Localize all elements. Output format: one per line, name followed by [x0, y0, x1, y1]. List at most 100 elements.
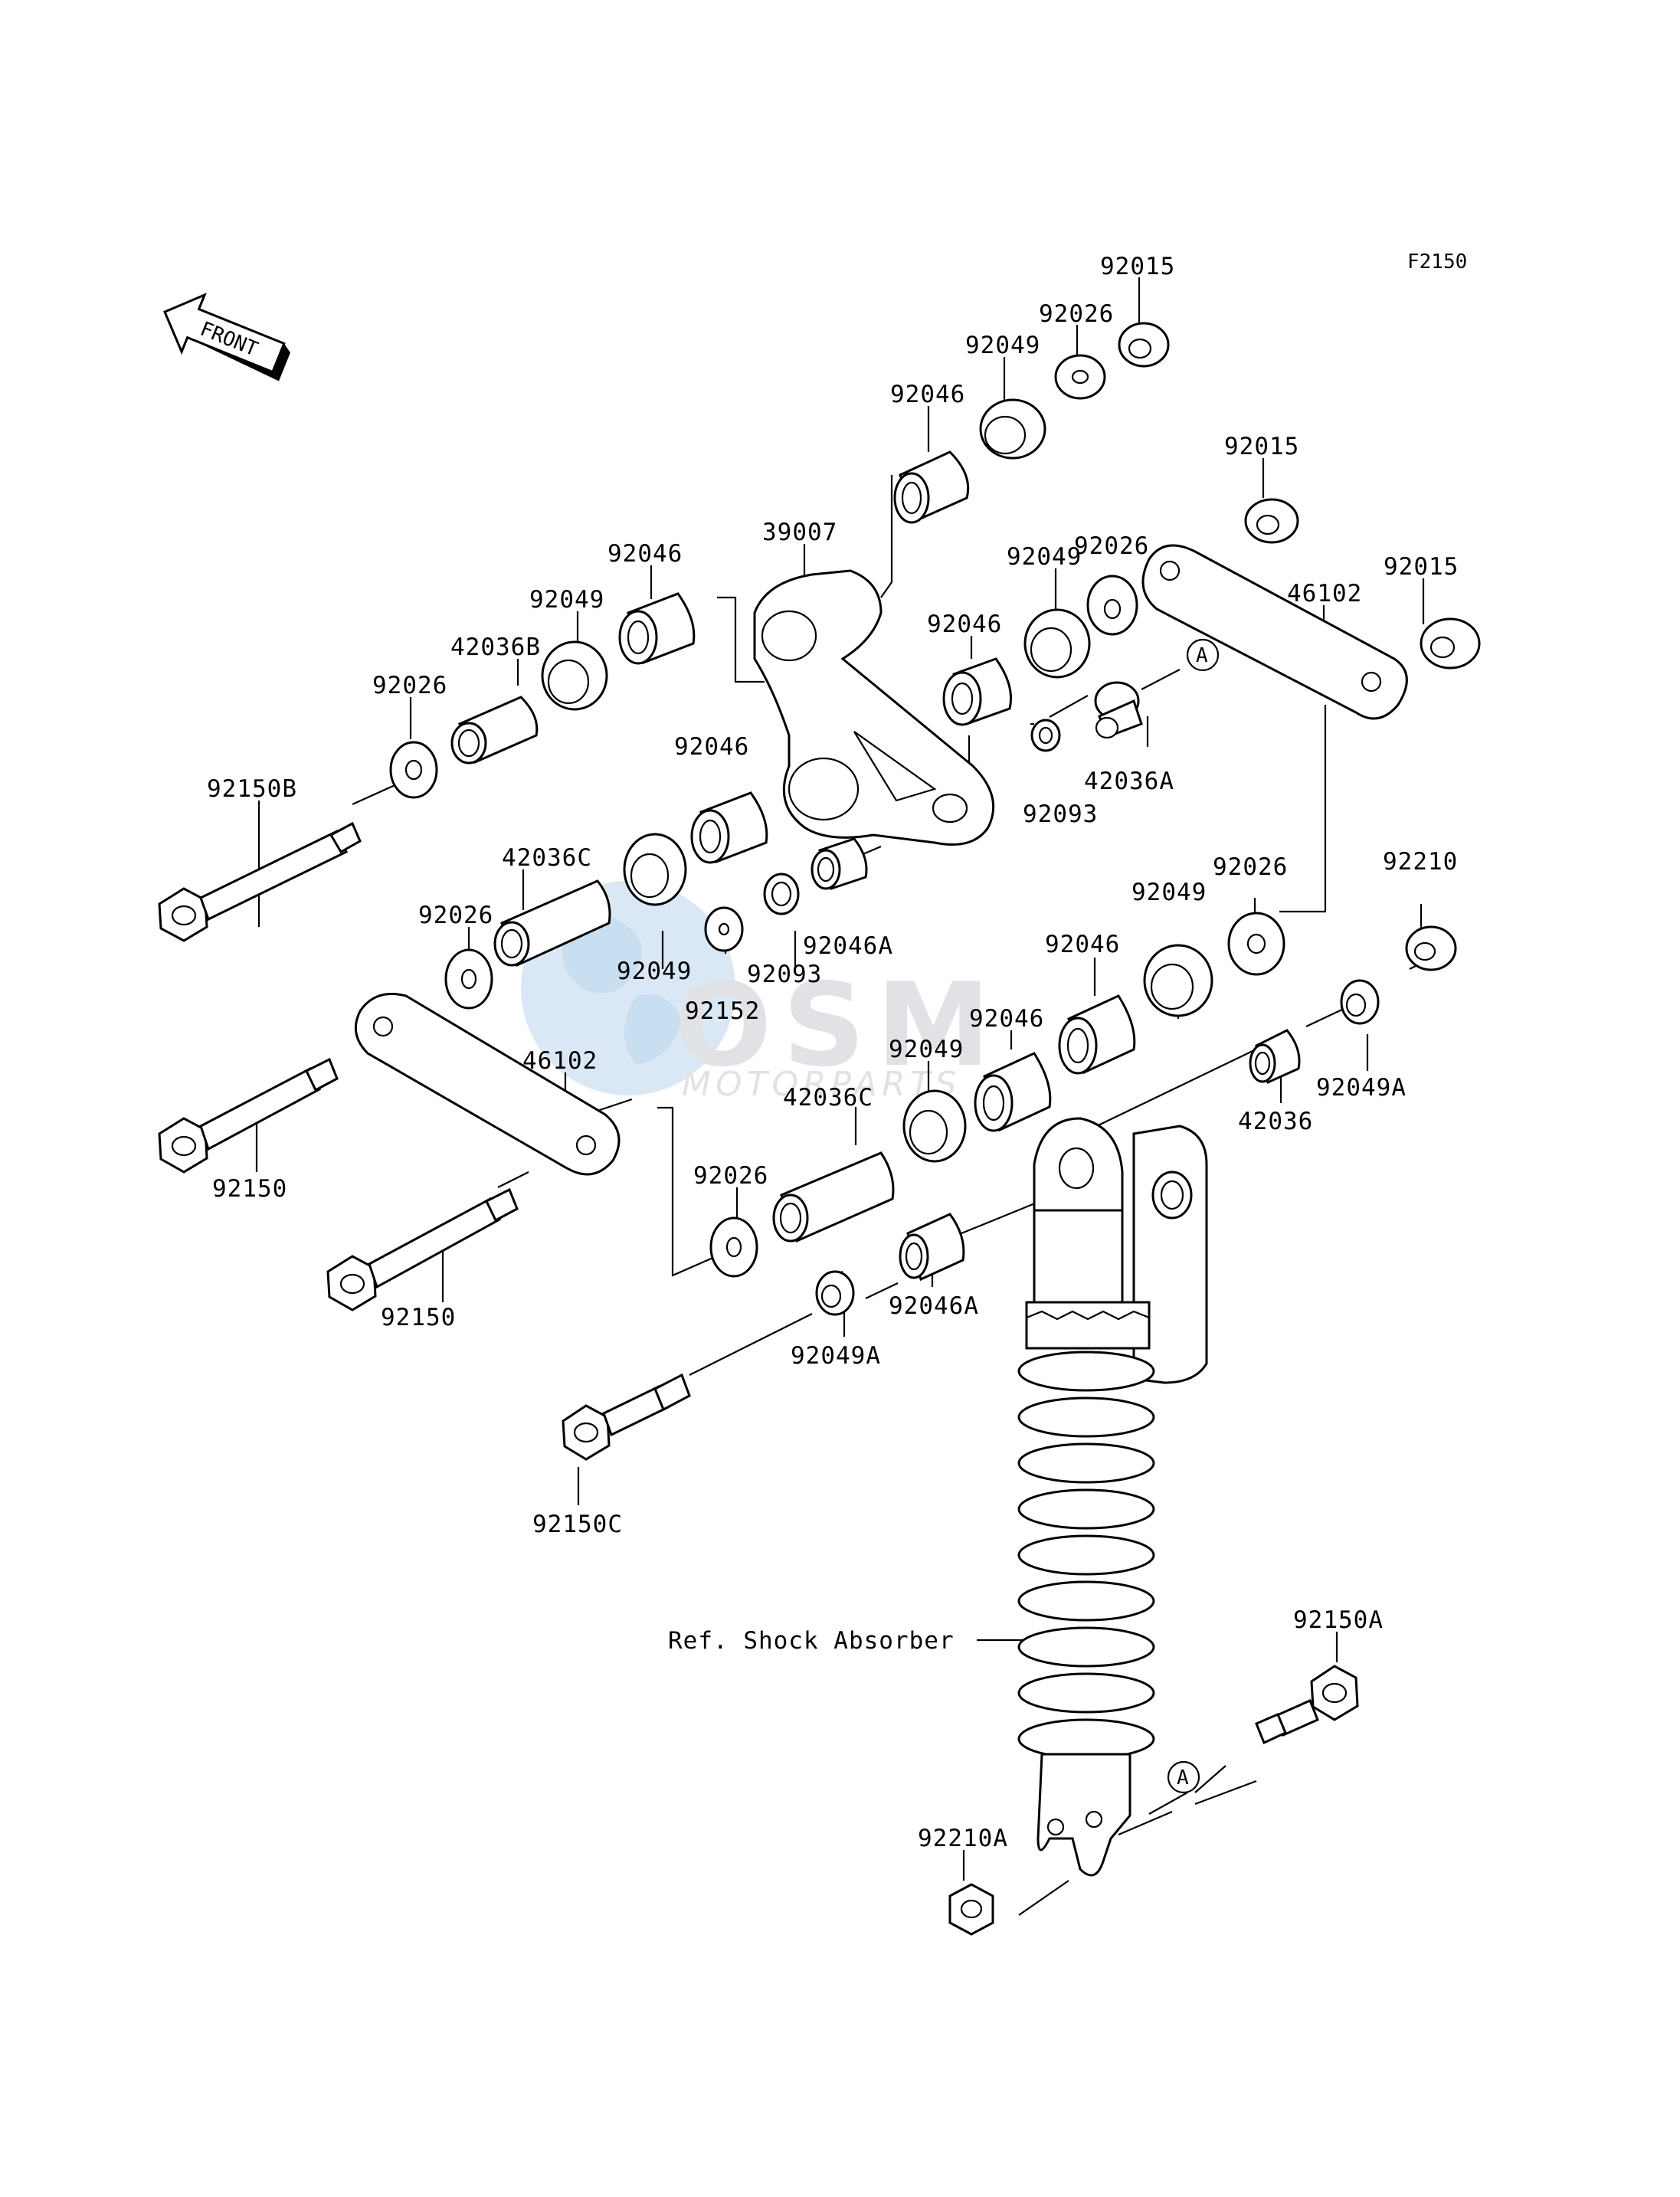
label-92150-a: 92150 [212, 1175, 287, 1203]
label-92210A: 92210A [918, 1825, 1008, 1852]
bearing-92046-c-icon [690, 791, 768, 864]
bolt-92150B-icon [158, 821, 362, 942]
nut-92015-right-icon [1420, 617, 1481, 670]
spring-coil-icon [1017, 1351, 1155, 1760]
label-92150A: 92150A [1293, 1606, 1384, 1634]
label-92049-top: 92049 [965, 332, 1040, 359]
seal-92049-d-icon [902, 1089, 967, 1163]
bearing-92046-d-icon [1058, 994, 1136, 1075]
label-92015-right: 92015 [1384, 553, 1459, 581]
label-92046-d: 92046 [1045, 931, 1120, 958]
collar-42036B-icon [450, 696, 539, 765]
seal-92049-a-icon [1023, 608, 1091, 679]
svg-text:A: A [1196, 644, 1208, 667]
seal-92049A-right-icon [1340, 979, 1380, 1025]
bolt-92150A-icon [1255, 1665, 1359, 1745]
washer-92026-d-icon [709, 1216, 758, 1278]
callout-a-top: A [1186, 638, 1220, 672]
label-42036C-bot: 42036C [783, 1084, 873, 1112]
svg-text:A: A [1177, 1766, 1189, 1789]
seal-92049-mid-icon [541, 640, 608, 711]
washer-92026-c-icon [1227, 912, 1285, 976]
label-92015-top: 92015 [1100, 253, 1175, 280]
nut-92210-icon [1405, 925, 1457, 971]
label-ref-shock-absorber: Ref. Shock Absorber [668, 1627, 955, 1655]
label-92210: 92210 [1383, 848, 1458, 876]
bolt-92150C-icon [562, 1373, 691, 1461]
collar-42036-icon [1249, 1029, 1301, 1085]
nut-92015-mid-icon [1244, 498, 1299, 544]
label-42036C-top: 42036C [502, 844, 592, 872]
label-92046-c: 92046 [674, 733, 749, 761]
label-92049A-bot: 92049A [791, 1342, 881, 1370]
label-92093-right: 92093 [1023, 801, 1098, 828]
label-92026-d: 92026 [693, 1162, 768, 1190]
label-92046-e: 92046 [969, 1005, 1044, 1033]
label-92026-c: 92026 [1213, 853, 1288, 881]
seal-92049A-bot-icon [815, 1270, 855, 1316]
label-92049-e: 92049 [889, 1036, 964, 1063]
watermark-brand: OSM [674, 959, 1001, 1092]
front-arrow-icon: FRONT [163, 293, 290, 381]
link-46102-left-icon [354, 993, 621, 1176]
bolt-92150-a-icon [158, 1057, 339, 1174]
collar-42036C-bot-icon [772, 1151, 895, 1243]
washer-92026-left-icon [389, 741, 438, 799]
seal-92049-c-icon [623, 833, 687, 906]
label-46102-right: 46102 [1287, 580, 1362, 607]
label-92026-mid: 92026 [1074, 532, 1149, 560]
link-46102-right-icon [1141, 544, 1408, 720]
bearing-92046A-top-icon [811, 837, 868, 890]
label-92026-top: 92026 [1039, 300, 1114, 328]
bearing-92046-top-icon [893, 450, 970, 524]
shock-absorber-icon [1017, 1117, 1208, 1877]
label-92150B: 92150B [207, 775, 297, 803]
diagram-code: F2150 [1407, 250, 1467, 273]
seal-92049-top-icon [979, 398, 1046, 460]
label-92150C: 92150C [532, 1511, 623, 1538]
label-92049A-right: 92049A [1316, 1074, 1407, 1102]
rocker-arm-39007-icon [753, 569, 995, 846]
callout-a-bottom: A [1167, 1760, 1200, 1794]
label-42036A: 42036A [1084, 768, 1174, 795]
label-42036: 42036 [1238, 1108, 1313, 1135]
label-92049-mid: 92049 [529, 586, 604, 614]
label-92049-d: 92049 [617, 958, 692, 985]
bearing-92046-a-icon [942, 657, 1013, 726]
label-92150-b: 92150 [381, 1304, 456, 1331]
nut-92015-top-icon [1118, 322, 1170, 368]
label-92093-mid: 92093 [747, 961, 822, 988]
part-shapes [158, 322, 1481, 1936]
label-39007: 39007 [762, 519, 837, 546]
label-92026-left: 92026 [372, 672, 447, 699]
label-92046A-top: 92046A [803, 932, 893, 960]
collar-42036C-top-icon [493, 879, 611, 968]
bolt-92150-b-icon [326, 1187, 519, 1311]
collar-42036A-icon [1094, 681, 1143, 739]
washer-92026-top-icon [1054, 354, 1106, 400]
bearing-92046A-bot-icon [899, 1213, 965, 1282]
label-92152: 92152 [685, 997, 760, 1025]
seal-92049-e-icon [1143, 944, 1213, 1017]
label-92046-a: 92046 [607, 540, 683, 568]
label-92046-top: 92046 [890, 381, 965, 408]
label-92049-c: 92049 [1131, 879, 1207, 906]
washer-92152-icon [704, 906, 744, 952]
label-92046-mid: 92046 [927, 611, 1002, 638]
ring-92093-mid-icon [763, 873, 800, 915]
bearing-92046-e-icon [974, 1052, 1052, 1132]
label-42036B: 42036B [450, 634, 541, 661]
label-46102-left: 46102 [522, 1047, 598, 1075]
watermark-sub: MOTORPARTS [682, 1065, 961, 1104]
part-number-labels: 92015 92026 92049 92046 92015 92026 9201… [207, 253, 1459, 1852]
label-92015-mid: 92015 [1224, 433, 1299, 460]
washer-92026-mid-icon [1086, 575, 1138, 636]
washer-92093-right-icon [1030, 719, 1061, 752]
washer-92026-b-icon [444, 948, 493, 1010]
bearing-92046-b-icon [618, 592, 696, 665]
label-92049-a: 92049 [1007, 543, 1082, 571]
label-92046A-bot: 92046A [889, 1292, 979, 1320]
nut-92210A-icon [948, 1883, 994, 1936]
label-92026-b: 92026 [418, 902, 493, 929]
